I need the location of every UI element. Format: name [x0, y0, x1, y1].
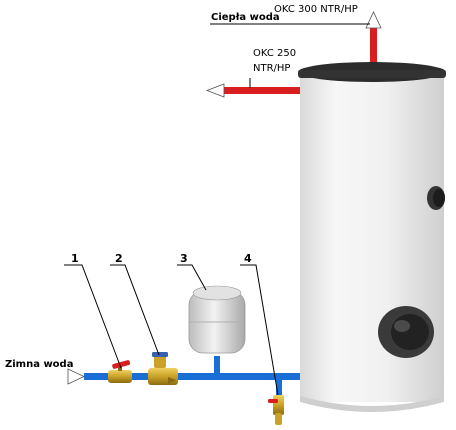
tank-lid-rim [298, 70, 446, 78]
leader-4 [240, 264, 279, 396]
leader-2 [110, 264, 160, 356]
cold-pipe-main [84, 373, 302, 380]
valve-handle [112, 360, 131, 369]
cold-inlet-arrow [67, 368, 85, 385]
hot-water-tank [298, 62, 446, 412]
leader-1 [64, 264, 122, 369]
hot-outlet-arrow [365, 11, 382, 29]
leader-lines [64, 23, 370, 396]
vessel-branch-pipe [214, 356, 220, 376]
expansion-vessel [188, 285, 246, 354]
safety-valve [148, 352, 178, 385]
okc250-label-line1: OKC 250 [253, 48, 297, 59]
leader-3 [177, 264, 207, 291]
tank-bottom [300, 396, 444, 412]
hot-side-arrow [205, 83, 225, 98]
hot-pipe-horizontal [224, 87, 300, 94]
hot-water-label: Ciepła woda [211, 12, 280, 23]
drain-branch-pipe [276, 378, 282, 398]
shutoff-valve [108, 360, 132, 383]
callout-4: 4 [244, 252, 252, 265]
vessel-top [192, 285, 242, 301]
drain-handle [268, 399, 278, 403]
callout-3: 3 [180, 252, 188, 265]
thermostat-knob [427, 186, 445, 210]
cold-water-pipes [67, 356, 302, 398]
okc250-label-line2: NTR/HP [253, 63, 291, 74]
okc300-label: OKC 300 NTR/HP [274, 4, 358, 15]
callout-1: 1 [71, 252, 79, 265]
drain-valve [268, 395, 284, 425]
flange-cover [378, 306, 434, 358]
callout-2: 2 [115, 252, 123, 265]
cold-water-label: Zimna woda [5, 359, 74, 370]
hot-pipe-vertical [370, 28, 377, 72]
